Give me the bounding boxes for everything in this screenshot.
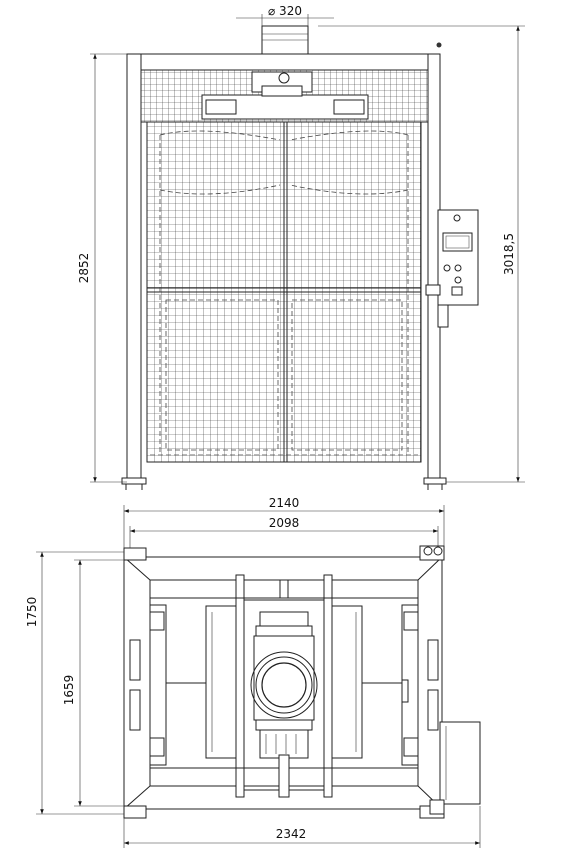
discharge-inner: [261, 662, 307, 708]
left-post: [126, 53, 142, 483]
front-view: [121, 25, 479, 490]
dim-inlet-diameter: ⌀ 320: [268, 4, 302, 18]
dim-total-width: 2342: [276, 827, 307, 841]
top-view: [123, 545, 481, 819]
control-screen: [442, 232, 473, 252]
inlet-pipe: [261, 25, 309, 57]
front-dimensions: ⌀ 320 2852 3018,5: [77, 4, 525, 483]
control-panel: [437, 209, 479, 306]
dim-outer-width: 2140: [269, 496, 300, 510]
top-frame: [126, 53, 441, 71]
dim-depth-outer: 1750: [25, 597, 39, 628]
dim-front-height: 2852: [77, 253, 91, 284]
control-box-top: [439, 721, 481, 805]
dim-depth-inner: 1659: [62, 675, 76, 706]
dim-inner-width: 2098: [269, 516, 300, 530]
top-dimensions: 2140 2098 1750 1659 2342: [25, 496, 481, 848]
dim-total-height: 3018,5: [502, 233, 516, 275]
discharge-outer: [250, 651, 318, 719]
